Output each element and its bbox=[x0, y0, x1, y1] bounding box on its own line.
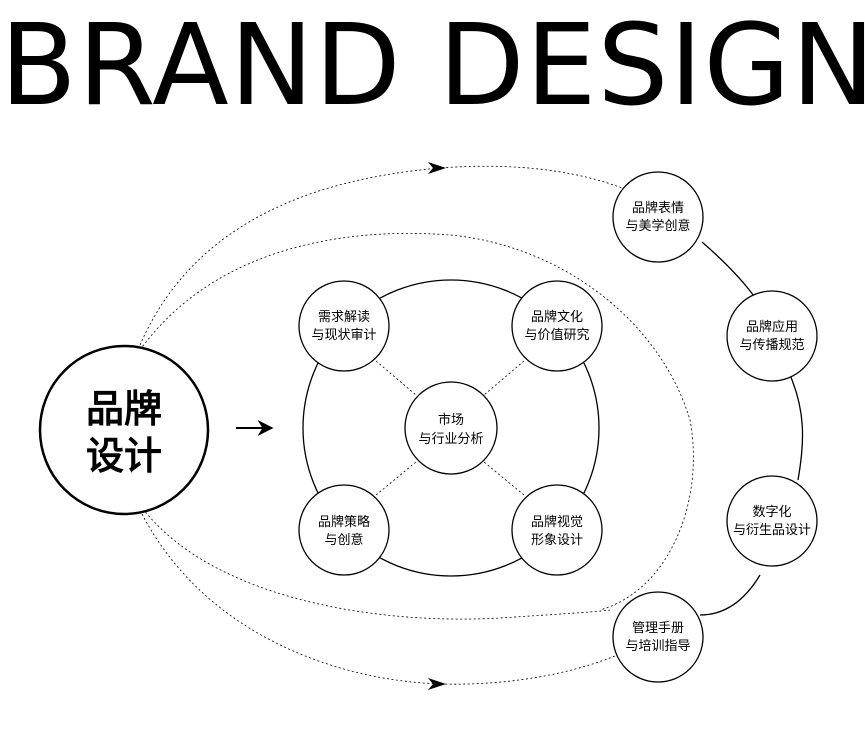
flow-curve-inner-bottom bbox=[139, 504, 611, 620]
center-label-line2: 与行业分析 bbox=[418, 432, 483, 447]
inner-node-bottom-right: 品牌视觉 形象设计 bbox=[511, 484, 603, 576]
inner-node-top-left: 需求解读 与现状审计 bbox=[298, 280, 390, 372]
outer-node-label-line1: 品牌表情 bbox=[632, 200, 684, 216]
page-title: BRAND DESIGN bbox=[0, 1, 865, 131]
outer-node-4: 管理手册 与培训指导 bbox=[612, 591, 704, 683]
core-label-line2: 设计 bbox=[86, 434, 162, 478]
spoke-top-right bbox=[483, 360, 525, 396]
outer-node-2: 品牌应用 与传播规范 bbox=[726, 290, 818, 382]
inner-node-label-line2: 形象设计 bbox=[531, 533, 583, 548]
inner-node-label-line1: 品牌文化 bbox=[531, 309, 583, 325]
inner-node-label-line2: 与价值研究 bbox=[524, 327, 589, 343]
spoke-top-left bbox=[375, 360, 417, 396]
inner-ring bbox=[302, 279, 600, 577]
outer-node-label-line2: 与培训指导 bbox=[625, 638, 690, 654]
outer-node-1: 品牌表情 与美学创意 bbox=[612, 171, 704, 263]
inner-node-label-line2: 与现状审计 bbox=[311, 328, 376, 343]
outer-node-label-line1: 管理手册 bbox=[632, 621, 684, 636]
inner-node-label-line1: 需求解读 bbox=[318, 310, 370, 325]
arrow-head-top bbox=[428, 162, 446, 174]
outer-node-label-line2: 与衍生品设计 bbox=[733, 523, 811, 538]
outer-node-3: 数字化 与衍生品设计 bbox=[726, 475, 818, 567]
outer-node-label-line2: 与传播规范 bbox=[739, 338, 804, 353]
center-label-line1: 市场 bbox=[438, 412, 464, 428]
core-node: 品牌 设计 bbox=[38, 344, 210, 516]
spoke-bottom-left bbox=[375, 461, 417, 496]
center-node: 市场 与行业分析 bbox=[404, 381, 498, 475]
outer-node-label-line1: 数字化 bbox=[752, 505, 791, 520]
inner-node-bottom-left: 品牌策略 与创意 bbox=[298, 484, 390, 576]
flow-curve-outer-top bbox=[139, 165, 623, 346]
inner-node-label-line2: 与创意 bbox=[324, 532, 363, 548]
spoke-bottom-right bbox=[483, 461, 525, 496]
flow-curve-outer-bottom bbox=[139, 509, 616, 685]
inner-node-label-line1: 品牌策略 bbox=[318, 514, 370, 530]
arrow-head-bottom bbox=[428, 678, 446, 690]
inner-node-top-right: 品牌文化 与价值研究 bbox=[511, 280, 603, 372]
outer-node-label-line2: 与美学创意 bbox=[625, 218, 690, 234]
core-label-line1: 品牌 bbox=[86, 387, 162, 431]
inner-node-label-line1: 品牌视觉 bbox=[531, 514, 583, 530]
outer-node-label-line1: 品牌应用 bbox=[746, 319, 798, 335]
